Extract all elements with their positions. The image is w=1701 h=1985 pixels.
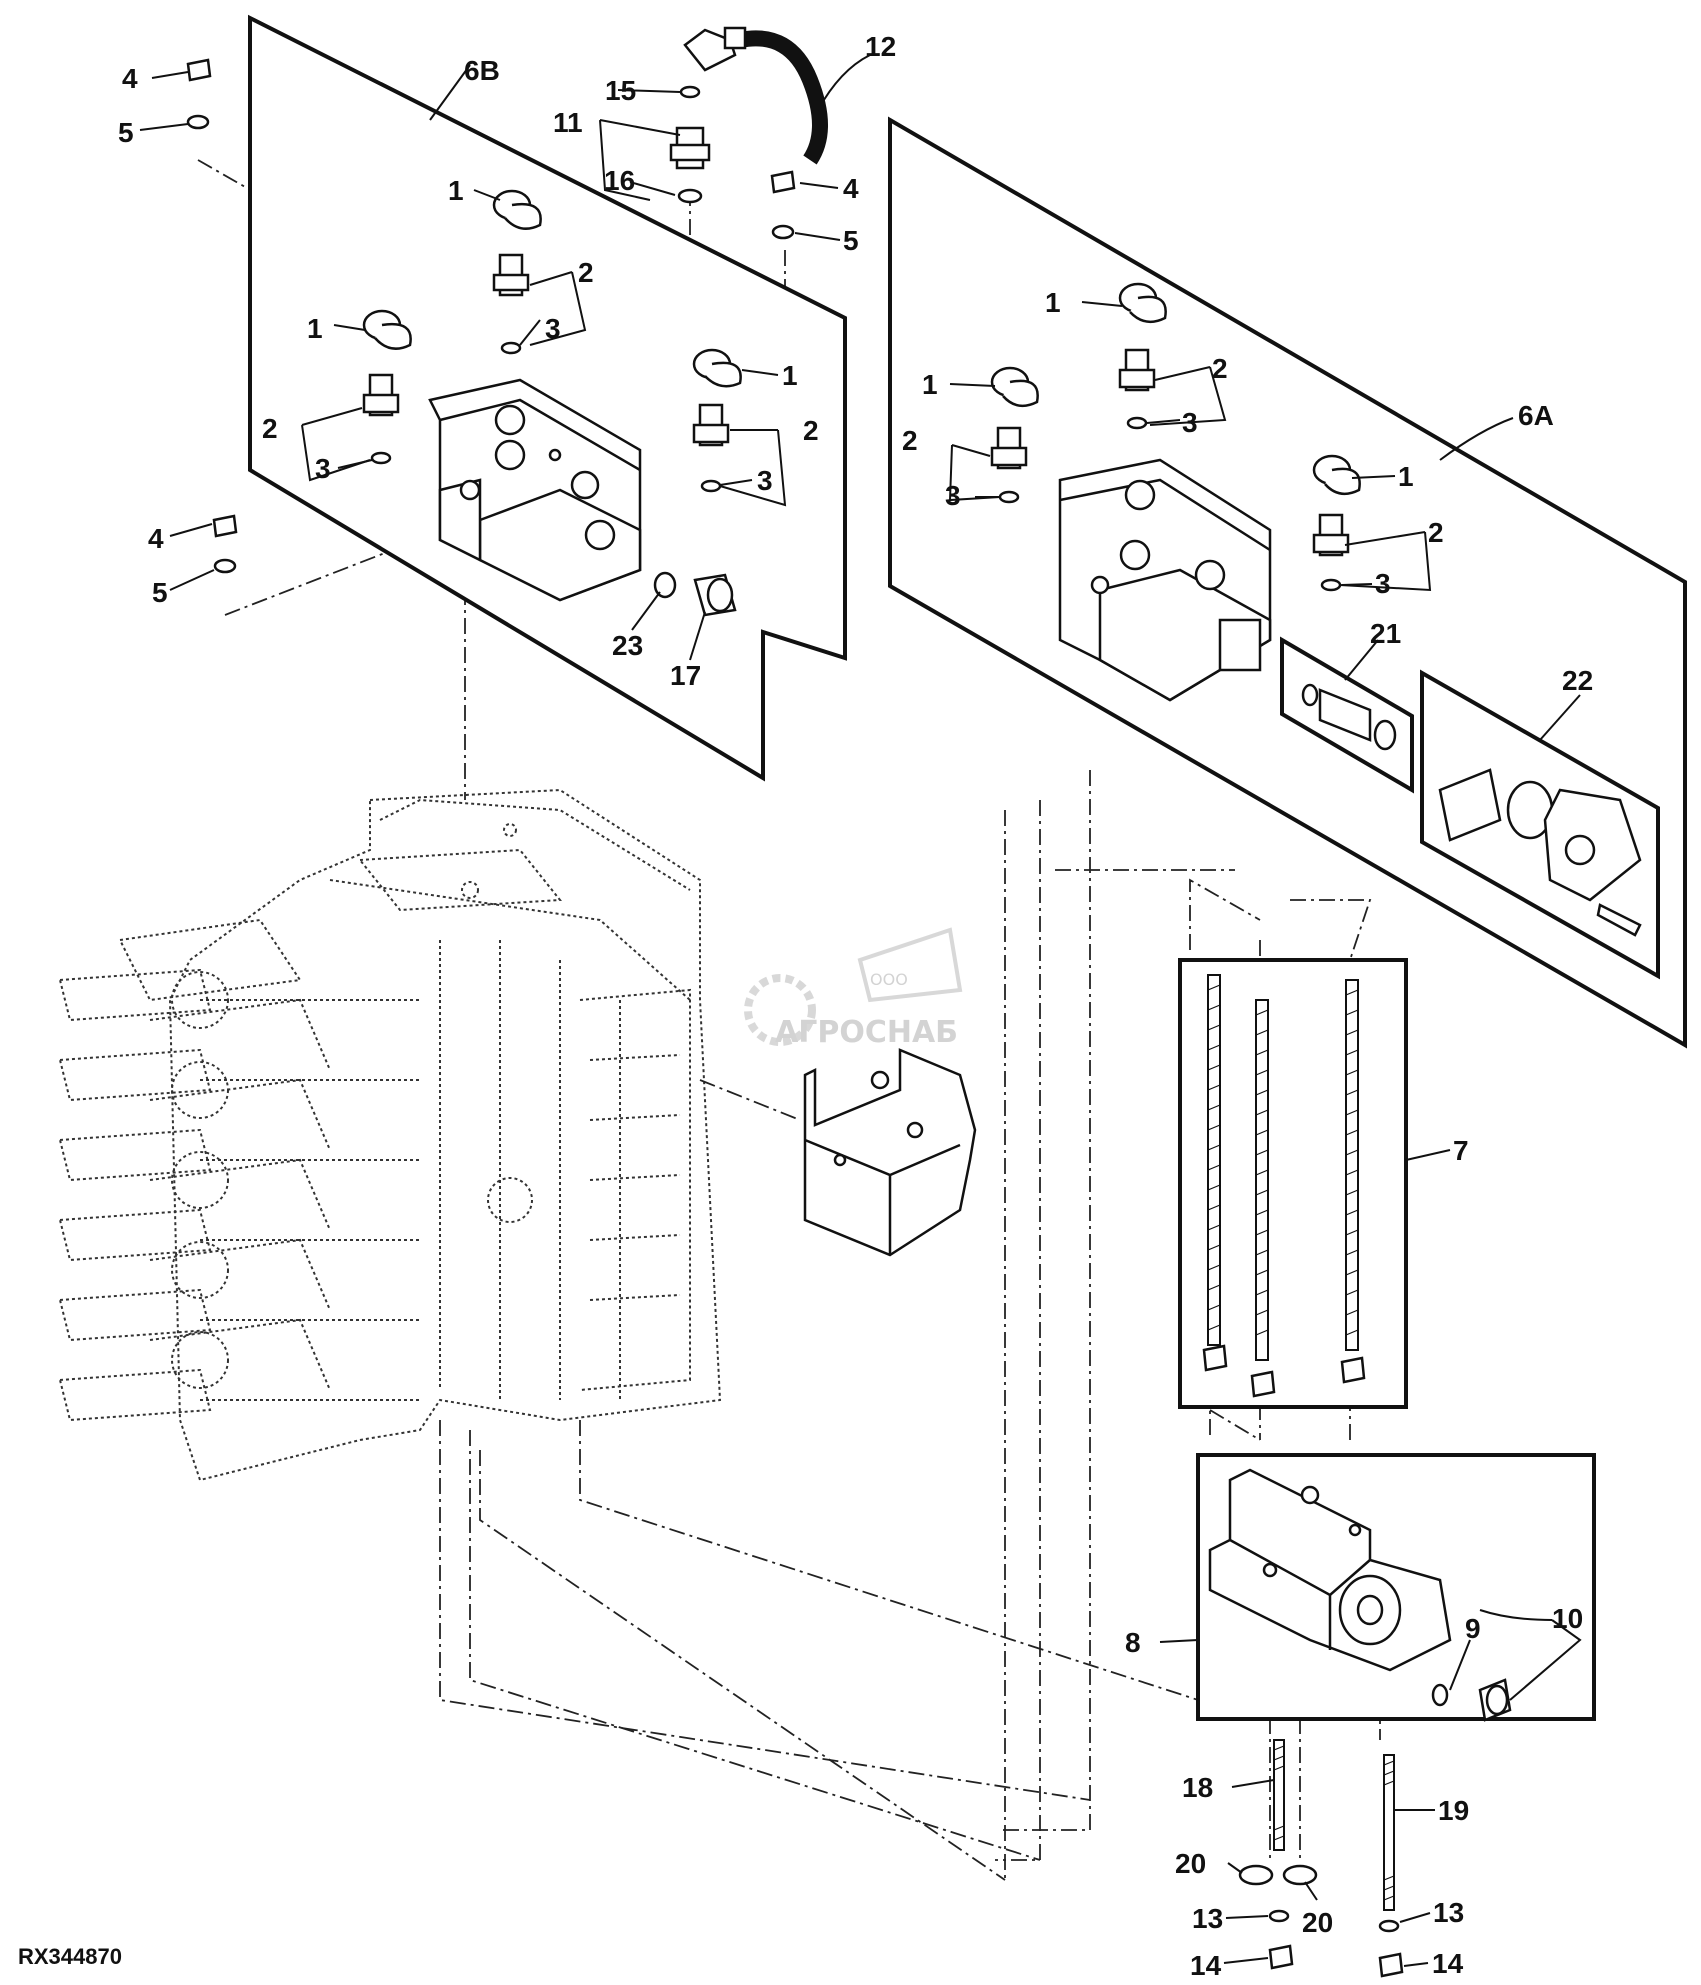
callout-5: 5	[152, 577, 168, 608]
callout-2: 2	[1212, 353, 1228, 384]
callout-16: 16	[604, 165, 635, 196]
valve-section-6b	[428, 378, 642, 602]
callout-3: 3	[1375, 568, 1391, 599]
fitting-set-6b	[186, 26, 828, 617]
callout-2: 2	[578, 257, 594, 288]
mounting-bracket	[803, 1048, 977, 1257]
callout-6a: 6A	[1518, 400, 1554, 431]
callout-17: 17	[670, 660, 701, 691]
callout-14: 14	[1432, 1948, 1464, 1979]
callout-2: 2	[803, 415, 819, 446]
leader-lines	[139, 54, 1582, 1967]
callout-22: 22	[1562, 665, 1593, 696]
callout-13: 13	[1192, 1903, 1223, 1934]
callout-6b: 6B	[464, 55, 500, 86]
callout-1: 1	[448, 175, 464, 206]
callout-15: 15	[605, 75, 636, 106]
studs-and-fasteners	[1238, 1739, 1404, 1978]
callout-1: 1	[1398, 461, 1414, 492]
callout-1: 1	[922, 369, 938, 400]
callout-labels: 4 5 6B 15 11 16 12 1 2 3 1 2 3 1 2 3 4 5…	[118, 31, 1593, 1981]
watermark-line2: АГРОСНАБ	[775, 1015, 958, 1050]
callout-2: 2	[262, 413, 278, 444]
callout-10: 10	[1552, 1603, 1583, 1634]
callout-9: 9	[1465, 1613, 1481, 1644]
callout-7: 7	[1453, 1135, 1469, 1166]
tie-rods	[1202, 974, 1366, 1398]
callout-20: 20	[1175, 1848, 1206, 1879]
callout-4: 4	[843, 173, 859, 204]
callout-18: 18	[1182, 1772, 1213, 1803]
callout-1: 1	[782, 360, 798, 391]
valve-section-6a	[990, 282, 1642, 937]
callout-21: 21	[1370, 618, 1401, 649]
callout-14: 14	[1190, 1950, 1222, 1981]
callout-23: 23	[612, 630, 643, 661]
callout-2: 2	[1428, 517, 1444, 548]
callout-4: 4	[122, 63, 138, 94]
callout-11: 11	[553, 107, 583, 138]
assembly-guide-lines	[197, 159, 1381, 1881]
callout-20: 20	[1302, 1907, 1333, 1938]
callout-3: 3	[315, 453, 331, 484]
callout-3: 3	[945, 480, 961, 511]
callout-1: 1	[1045, 287, 1061, 318]
watermark: ООО АГРОСНАБ	[744, 927, 963, 1050]
callout-4: 4	[148, 523, 164, 554]
end-section	[1208, 1468, 1512, 1722]
watermark-line1: ООО	[870, 970, 908, 989]
callout-8: 8	[1125, 1627, 1141, 1658]
callout-12: 12	[865, 31, 896, 62]
callout-19: 19	[1438, 1795, 1469, 1826]
callout-5: 5	[118, 117, 134, 148]
callout-1: 1	[307, 313, 323, 344]
callout-3: 3	[757, 465, 773, 496]
callout-3: 3	[545, 313, 561, 344]
figure-id: RX344870	[18, 1944, 122, 1969]
callout-5: 5	[843, 225, 859, 256]
callout-13: 13	[1433, 1897, 1464, 1928]
callout-2: 2	[902, 425, 918, 456]
control-valve-phantom	[58, 788, 722, 1482]
bracket-guide-line	[699, 1079, 801, 1121]
callout-3: 3	[1182, 407, 1198, 438]
